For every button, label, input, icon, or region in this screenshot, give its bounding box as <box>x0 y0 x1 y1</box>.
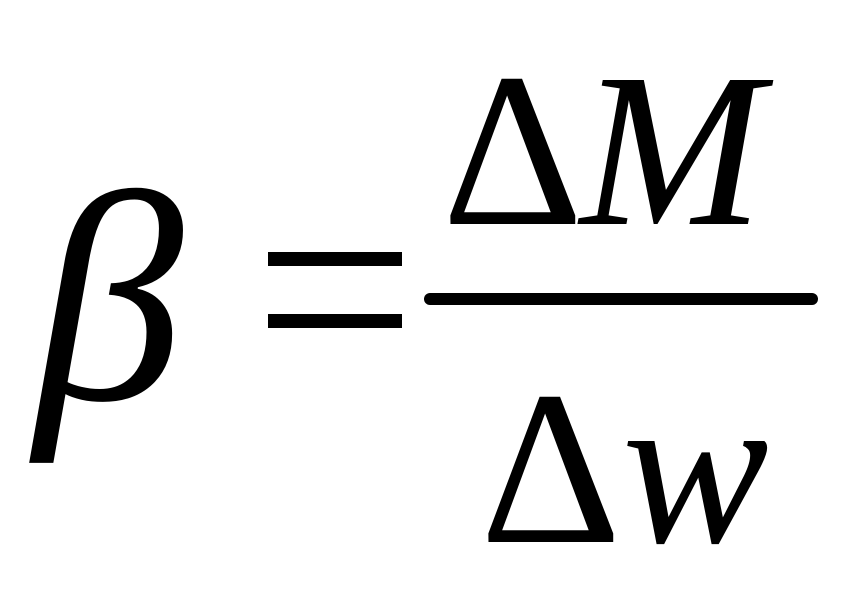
equals-sign <box>268 252 402 328</box>
denominator-variable: w <box>622 346 769 590</box>
numerator-delta-symbol: Δ <box>442 28 584 272</box>
denominator-delta-symbol: Δ <box>480 346 622 590</box>
equals-sign-top-bar <box>268 252 402 266</box>
fraction-bar <box>424 293 818 305</box>
equals-sign-bottom-bar <box>268 314 402 328</box>
beta-symbol: β <box>34 132 184 464</box>
numerator-variable: M <box>580 28 764 272</box>
